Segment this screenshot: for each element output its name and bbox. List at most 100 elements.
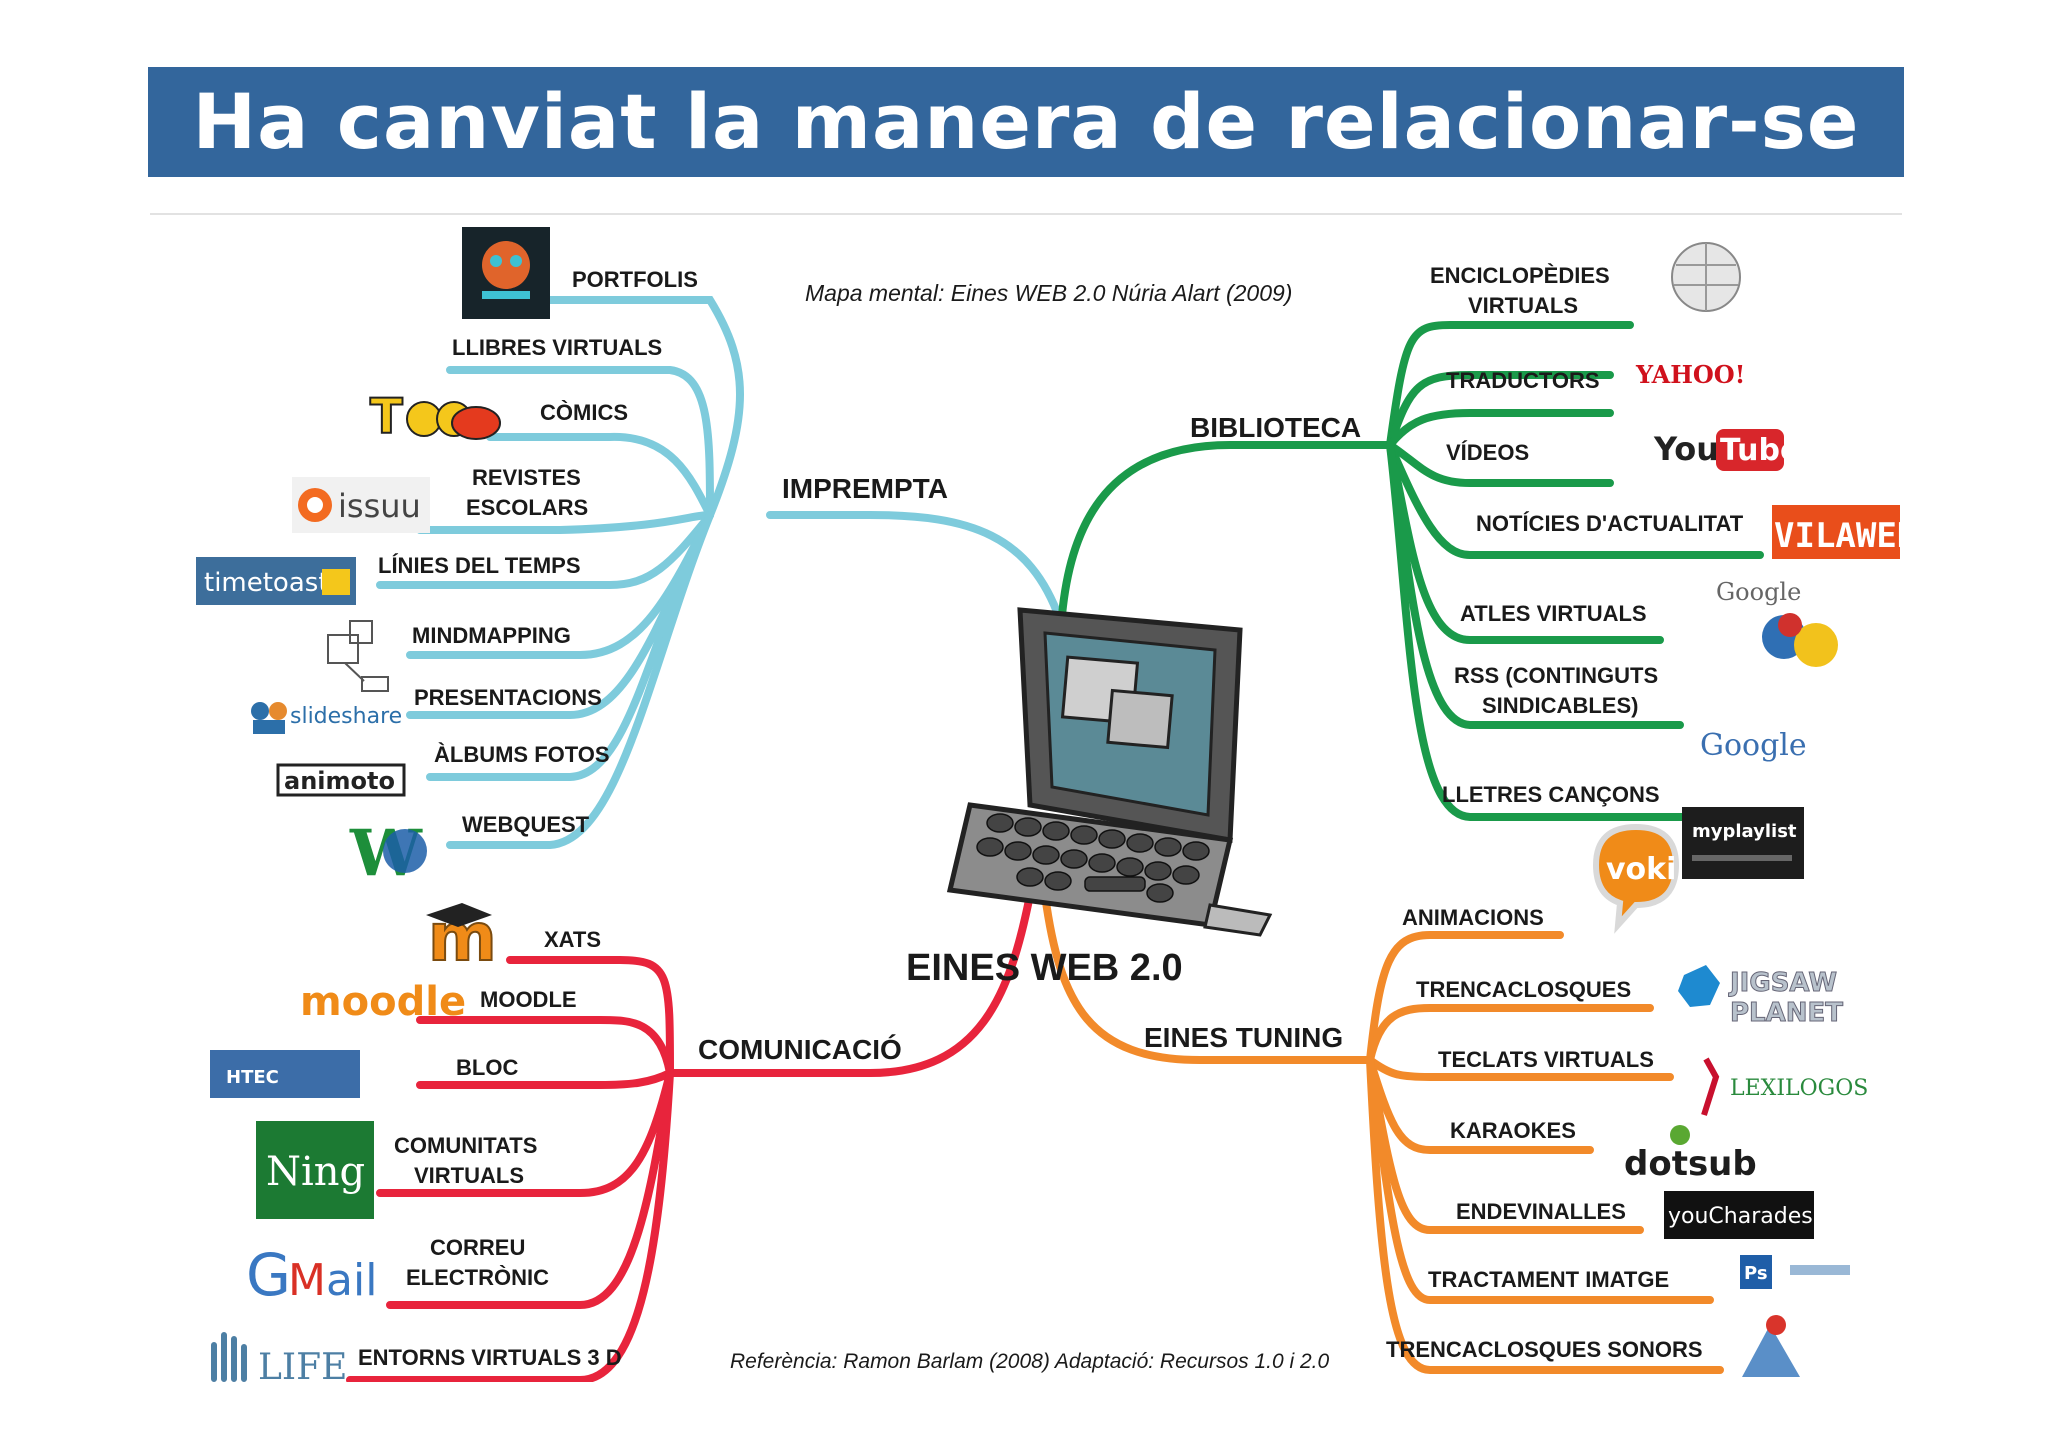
timetoast-logo-text: timetoast [204,568,329,598]
google-earth-logo-icon: Google [1716,578,1838,667]
item-revistes: REVISTES [472,465,581,490]
laptop-icon [946,607,1273,937]
ning-logo-text: Ning [266,1149,365,1195]
branch-label-comunicacio: COMUNICACIÓ [698,1034,902,1065]
mindmap-diagram: IMPREMPTA PORTFOLIS LLIBRES VIRTUALS CÒM… [196,227,1902,1382]
item-mindmapping: MINDMAPPING [412,623,571,648]
item-virtuals-com: VIRTUALS [414,1163,524,1188]
animoto-logo-text: animoto [284,767,395,795]
moodle-hat-logo-icon: m [426,898,498,977]
item-tractament-imatge: TRACTAMENT IMATGE [1428,1267,1669,1292]
item-xats: XATS [544,927,601,952]
item-lletres-cancons: LLETRES CANÇONS [1442,782,1660,807]
item-videos: VÍDEOS [1446,440,1529,465]
item-animacions: ANIMACIONS [1402,905,1544,930]
item-portfolis: PORTFOLIS [572,267,698,292]
wikipedia-logo-icon [1671,242,1741,312]
animoto-logo-icon: animoto [276,763,406,797]
vilaweb-logo-icon: VILAWEB [1772,505,1902,559]
item-trencaclosques: TRENCACLOSQUES [1416,977,1631,1002]
ning-logo-icon: Ning [256,1121,374,1219]
myplaylist-logo-text: myplaylist [1692,821,1797,842]
items-imprempta: PORTFOLIS LLIBRES VIRTUALS CÒMICS REVIST… [378,267,698,837]
item-bloc: BLOC [456,1055,518,1080]
branch-biblioteca [1058,321,1764,821]
branch-eines-tuning [1041,891,1724,1374]
item-comunitats: COMUNITATS [394,1133,537,1158]
moodle-logo-icon: moodle [300,979,466,1025]
item-correu: CORREU [430,1235,525,1260]
second-life-logo-text: LIFE [258,1347,347,1382]
items-eines-tuning: ANIMACIONS TRENCACLOSQUES TECLATS VIRTUA… [1386,905,1703,1362]
item-virtuals: VIRTUALS [1468,293,1578,318]
youtube-logo-icon: You Tube [1653,429,1800,471]
gmail-logo-ail: ail [326,1255,377,1306]
htec-logo-icon: HTEC [210,1050,360,1098]
youcharades-logo-icon: youCharades [1664,1191,1814,1239]
items-comunicacio: XATS MOODLE BLOC COMUNITATS VIRTUALS COR… [358,927,622,1370]
dotsub-logo-text: dotsub [1624,1144,1757,1184]
item-webquest: WEBQUEST [462,812,590,837]
item-teclats-virtuals: TECLATS VIRTUALS [1438,1047,1654,1072]
item-endevinalles: ENDEVINALLES [1456,1199,1626,1224]
dotsub-logo-icon: dotsub [1624,1125,1757,1184]
gmail-logo-icon: G M ail [246,1241,377,1309]
item-linies-del-temps: LÍNIES DEL TEMPS [378,553,581,578]
jigsaw-logo-text: JIGSAW [1728,968,1837,998]
youtube-logo-tube: Tube [1720,433,1800,468]
item-entorns: ENTORNS VIRTUALS 3 D [358,1345,622,1370]
google-reader-logo-text: Google [1700,728,1807,763]
slideshare-logo-icon: slideshare [251,702,402,734]
slide-title: Ha canviat la manera de relacionar-se [192,77,1860,166]
item-presentacions: PRESENTACIONS [414,685,602,710]
google-earth-logo-text: Google [1716,578,1801,606]
branch-imprempta [376,296,1064,849]
voki-logo-icon: voki [1592,823,1680,934]
branch-label-imprempta: IMPREMPTA [782,473,948,504]
svg-text:m: m [428,899,497,976]
item-traductors: TRADUCTORS [1446,368,1600,393]
photoshop-logo-icon: Ps [1740,1255,1850,1289]
item-enciclopedies: ENCICLOPÈDIES [1430,263,1610,288]
htec-logo-text: HTEC [226,1067,279,1088]
youtube-logo-you: You [1653,430,1719,468]
center-label: EINES WEB 2.0 [906,947,1183,989]
item-noticies: NOTÍCIES D'ACTUALITAT [1476,511,1744,536]
photoshop-logo-text: Ps [1744,1263,1768,1284]
item-comics: CÒMICS [540,400,628,425]
planet-logo-text: PLANET [1730,998,1843,1028]
youcharades-logo-text: youCharades [1668,1204,1813,1229]
second-life-logo-icon: LIFE [211,1332,347,1382]
item-moodle: MOODLE [480,987,577,1012]
branch-comunicacio [346,891,1034,1382]
portfolio-logo-icon [462,227,550,319]
header-note: Mapa mental: Eines WEB 2.0 Núria Alart (… [805,280,1292,306]
item-karaokes: KARAOKES [1450,1118,1576,1143]
vilaweb-logo-text: VILAWEB [1774,516,1902,556]
issuu-logo-text: issuu [338,487,421,525]
gmail-logo-g: G [246,1241,291,1309]
item-escolars: ESCOLARS [466,495,588,520]
sound-puzzle-logo-icon [1742,1315,1800,1377]
myplaylist-logo-icon: myplaylist [1682,807,1804,879]
item-trencaclosques-sonors: TRENCACLOSQUES SONORS [1386,1337,1703,1362]
mindmap-frame: IMPREMPTA PORTFOLIS LLIBRES VIRTUALS CÒM… [150,213,1902,1382]
footer-note: Referència: Ramon Barlam (2008) Adaptaci… [730,1350,1330,1373]
item-albums-fotos: ÀLBUMS FOTOS [434,742,610,767]
branch-label-eines-tuning: EINES TUNING [1144,1022,1343,1053]
branch-label-biblioteca: BIBLIOTECA [1190,412,1361,443]
mindmapping-logo-icon [327,620,389,692]
item-atles-virtuals: ATLES VIRTUALS [1460,601,1647,626]
timetoast-logo-icon: timetoast [196,557,356,605]
title-bar: Ha canviat la manera de relacionar-se [148,67,1904,177]
jigsaw-planet-logo-icon: JIGSAW PLANET [1678,965,1844,1029]
voki-logo-text: voki [1606,852,1676,887]
lexilogos-logo-text: LEXILOGOS [1730,1076,1868,1101]
issuu-logo-icon: issuu [292,477,430,533]
svg-text:T: T [370,389,403,445]
items-biblioteca: ENCICLOPÈDIES VIRTUALS TRADUCTORS VÍDEOS… [1430,263,1744,807]
item-rss-2: SINDICABLES) [1482,693,1638,718]
item-llibres-virtuals: LLIBRES VIRTUALS [452,335,662,360]
webquest-logo-icon: W [349,816,427,891]
lexilogos-logo-icon: LEXILOGOS [1701,1057,1868,1116]
